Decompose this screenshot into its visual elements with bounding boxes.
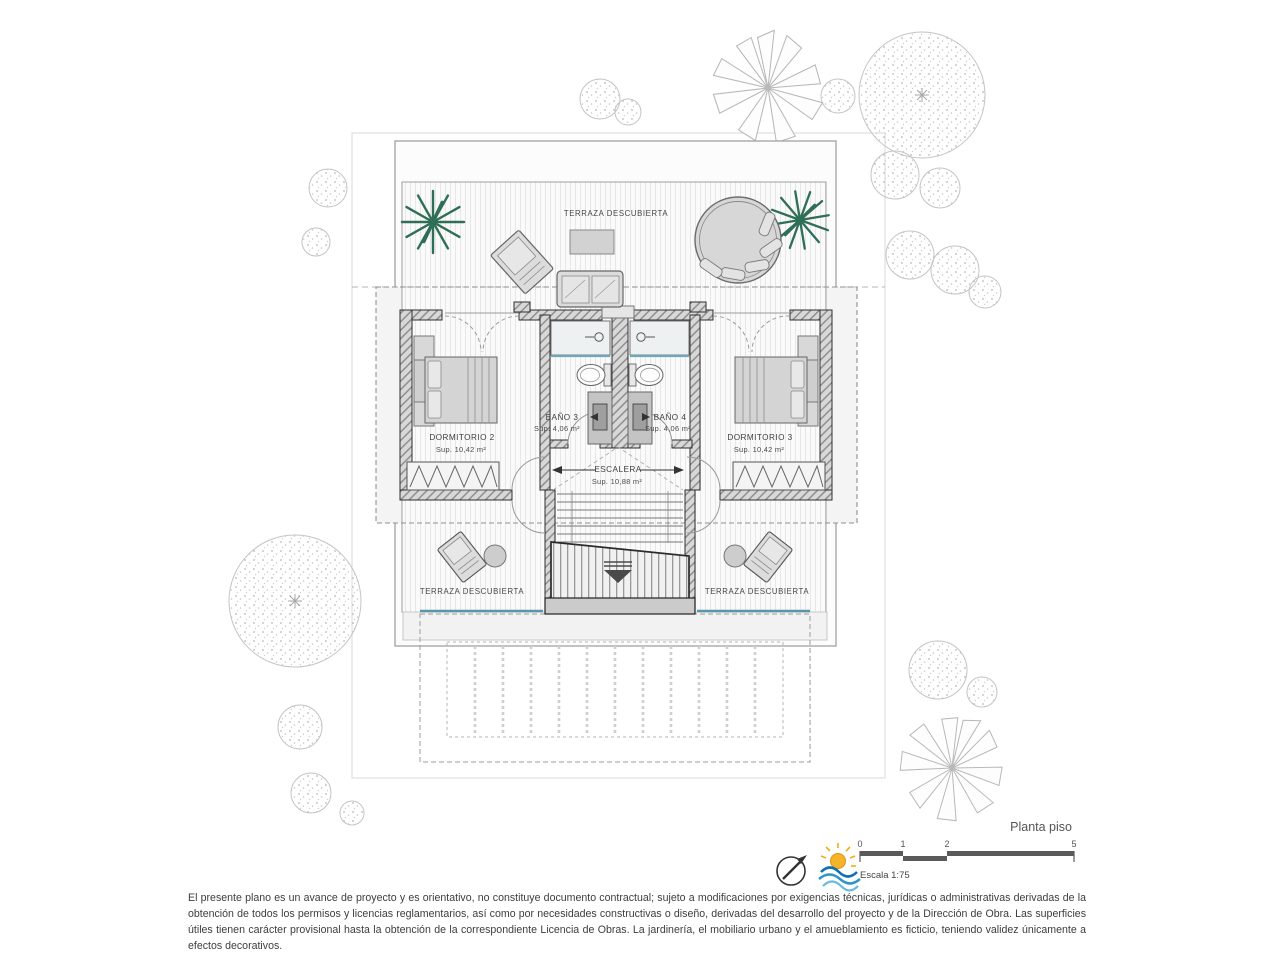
coffee-table — [569, 229, 615, 255]
scale-bar: 0 1 2 5 Escala 1:75 — [857, 839, 1076, 881]
toilet — [628, 363, 664, 387]
room-label-dormitorio2: DORMITORIO 2 — [429, 433, 494, 442]
scale-tick-1: 1 — [900, 839, 905, 849]
pillow — [790, 390, 805, 419]
wardrobe — [732, 461, 826, 491]
plan-title: Planta piso — [1010, 820, 1072, 834]
sun-waves-logo — [818, 843, 861, 892]
room-area-bano3: Sup. 4,06 m² — [534, 424, 580, 433]
vanity — [627, 391, 653, 445]
bathroom-4 — [627, 320, 690, 445]
stair-landing — [544, 597, 696, 615]
headboard — [805, 359, 819, 403]
pillow — [427, 390, 442, 419]
pergola-below — [419, 613, 811, 763]
bottom-terrace-right — [723, 531, 793, 583]
nightstand — [413, 335, 435, 361]
palm-tree-icon — [882, 695, 1023, 838]
bathroom-3 — [550, 320, 613, 445]
nightstand — [797, 335, 819, 361]
room-area-escalera: Sup. 10,88 m² — [592, 477, 643, 486]
pillow — [790, 360, 805, 389]
scale-tick-0: 0 — [857, 839, 862, 849]
stair-direction-marker — [604, 570, 632, 583]
toilet — [576, 363, 612, 387]
room-area-bano4: Sup. 4,06 m² — [645, 424, 691, 433]
shower — [550, 320, 611, 356]
scale-label: Escala 1:75 — [860, 870, 910, 881]
room-label-bano4: BAÑO 4 — [654, 412, 687, 422]
side-table — [723, 544, 747, 568]
room-area-dormitorio3: Sup. 10,42 m² — [734, 445, 785, 454]
palm-tree-icon — [712, 29, 824, 144]
wardrobe — [406, 461, 500, 491]
staircase — [544, 446, 696, 615]
terrace-bottom-right-label: TERRAZA DESCUBIERTA — [705, 587, 809, 596]
room-label-dormitorio3: DORMITORIO 3 — [727, 433, 792, 442]
terrace-top-label: TERRAZA DESCUBIERTA — [564, 209, 668, 218]
bedroom-2 — [406, 335, 500, 491]
door-swings — [444, 315, 791, 534]
shower-valve — [594, 332, 604, 342]
compass-icon — [776, 855, 807, 886]
bottom-terrace-left — [437, 531, 507, 583]
lounge-chair — [490, 230, 554, 294]
disclaimer-text: El presente plano es un avance de proyec… — [188, 892, 1086, 952]
pillow — [427, 360, 442, 389]
room-label-bano3: BAÑO 3 — [546, 412, 579, 422]
top-terrace — [400, 180, 840, 308]
side-table — [483, 544, 507, 568]
round-daybed — [694, 196, 783, 284]
bedroom-3 — [732, 335, 826, 491]
lounge-chair — [437, 531, 487, 583]
terrace-bottom-left-label: TERRAZA DESCUBIERTA — [420, 587, 524, 596]
scale-tick-2: 2 — [944, 839, 949, 849]
double-bed — [734, 356, 808, 424]
lounge-chair — [743, 531, 793, 583]
headboard — [413, 359, 427, 403]
room-label-escalera: ESCALERA — [594, 465, 641, 474]
lower-platform — [402, 611, 828, 641]
center-window — [601, 305, 635, 319]
sofa — [556, 270, 624, 308]
scale-tick-5: 5 — [1071, 839, 1076, 849]
vanity — [587, 391, 613, 445]
double-bed — [424, 356, 498, 424]
room-area-dormitorio2: Sup. 10,42 m² — [436, 445, 487, 454]
shower-valve — [636, 332, 646, 342]
vegetation — [228, 31, 1002, 826]
shower — [629, 320, 690, 356]
